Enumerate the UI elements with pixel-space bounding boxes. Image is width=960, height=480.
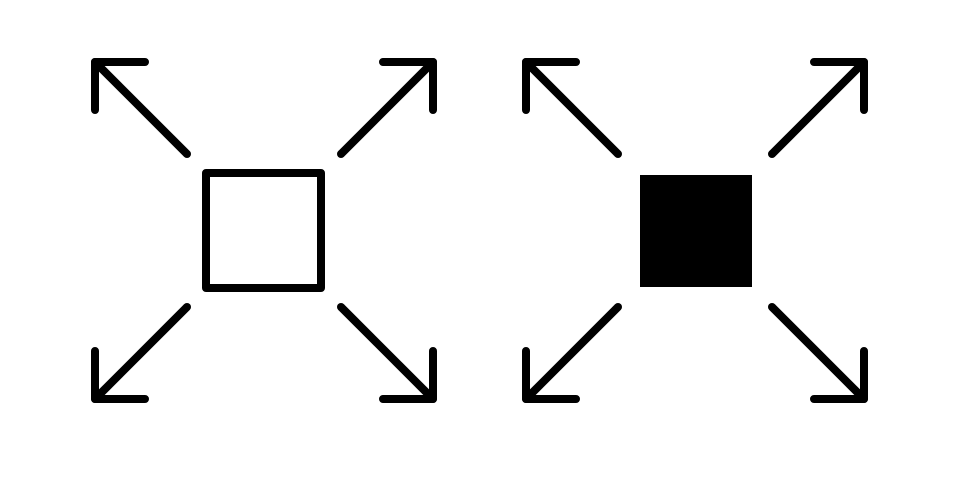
arrow-bottom-right-icon	[337, 303, 437, 403]
arrow-bottom-right-icon	[768, 303, 868, 403]
arrow-top-left-icon	[91, 58, 191, 158]
hollow-square-icon	[202, 169, 325, 292]
arrow-top-right-icon	[768, 58, 868, 158]
arrow-top-right-icon	[337, 58, 437, 158]
arrow-bottom-left-icon	[91, 303, 191, 403]
arrow-top-left-icon	[522, 58, 622, 158]
arrow-bottom-left-icon	[522, 303, 622, 403]
filled-square-icon	[640, 175, 752, 287]
expand-outline-icon	[91, 58, 437, 403]
expand-filled-icon	[522, 58, 868, 403]
